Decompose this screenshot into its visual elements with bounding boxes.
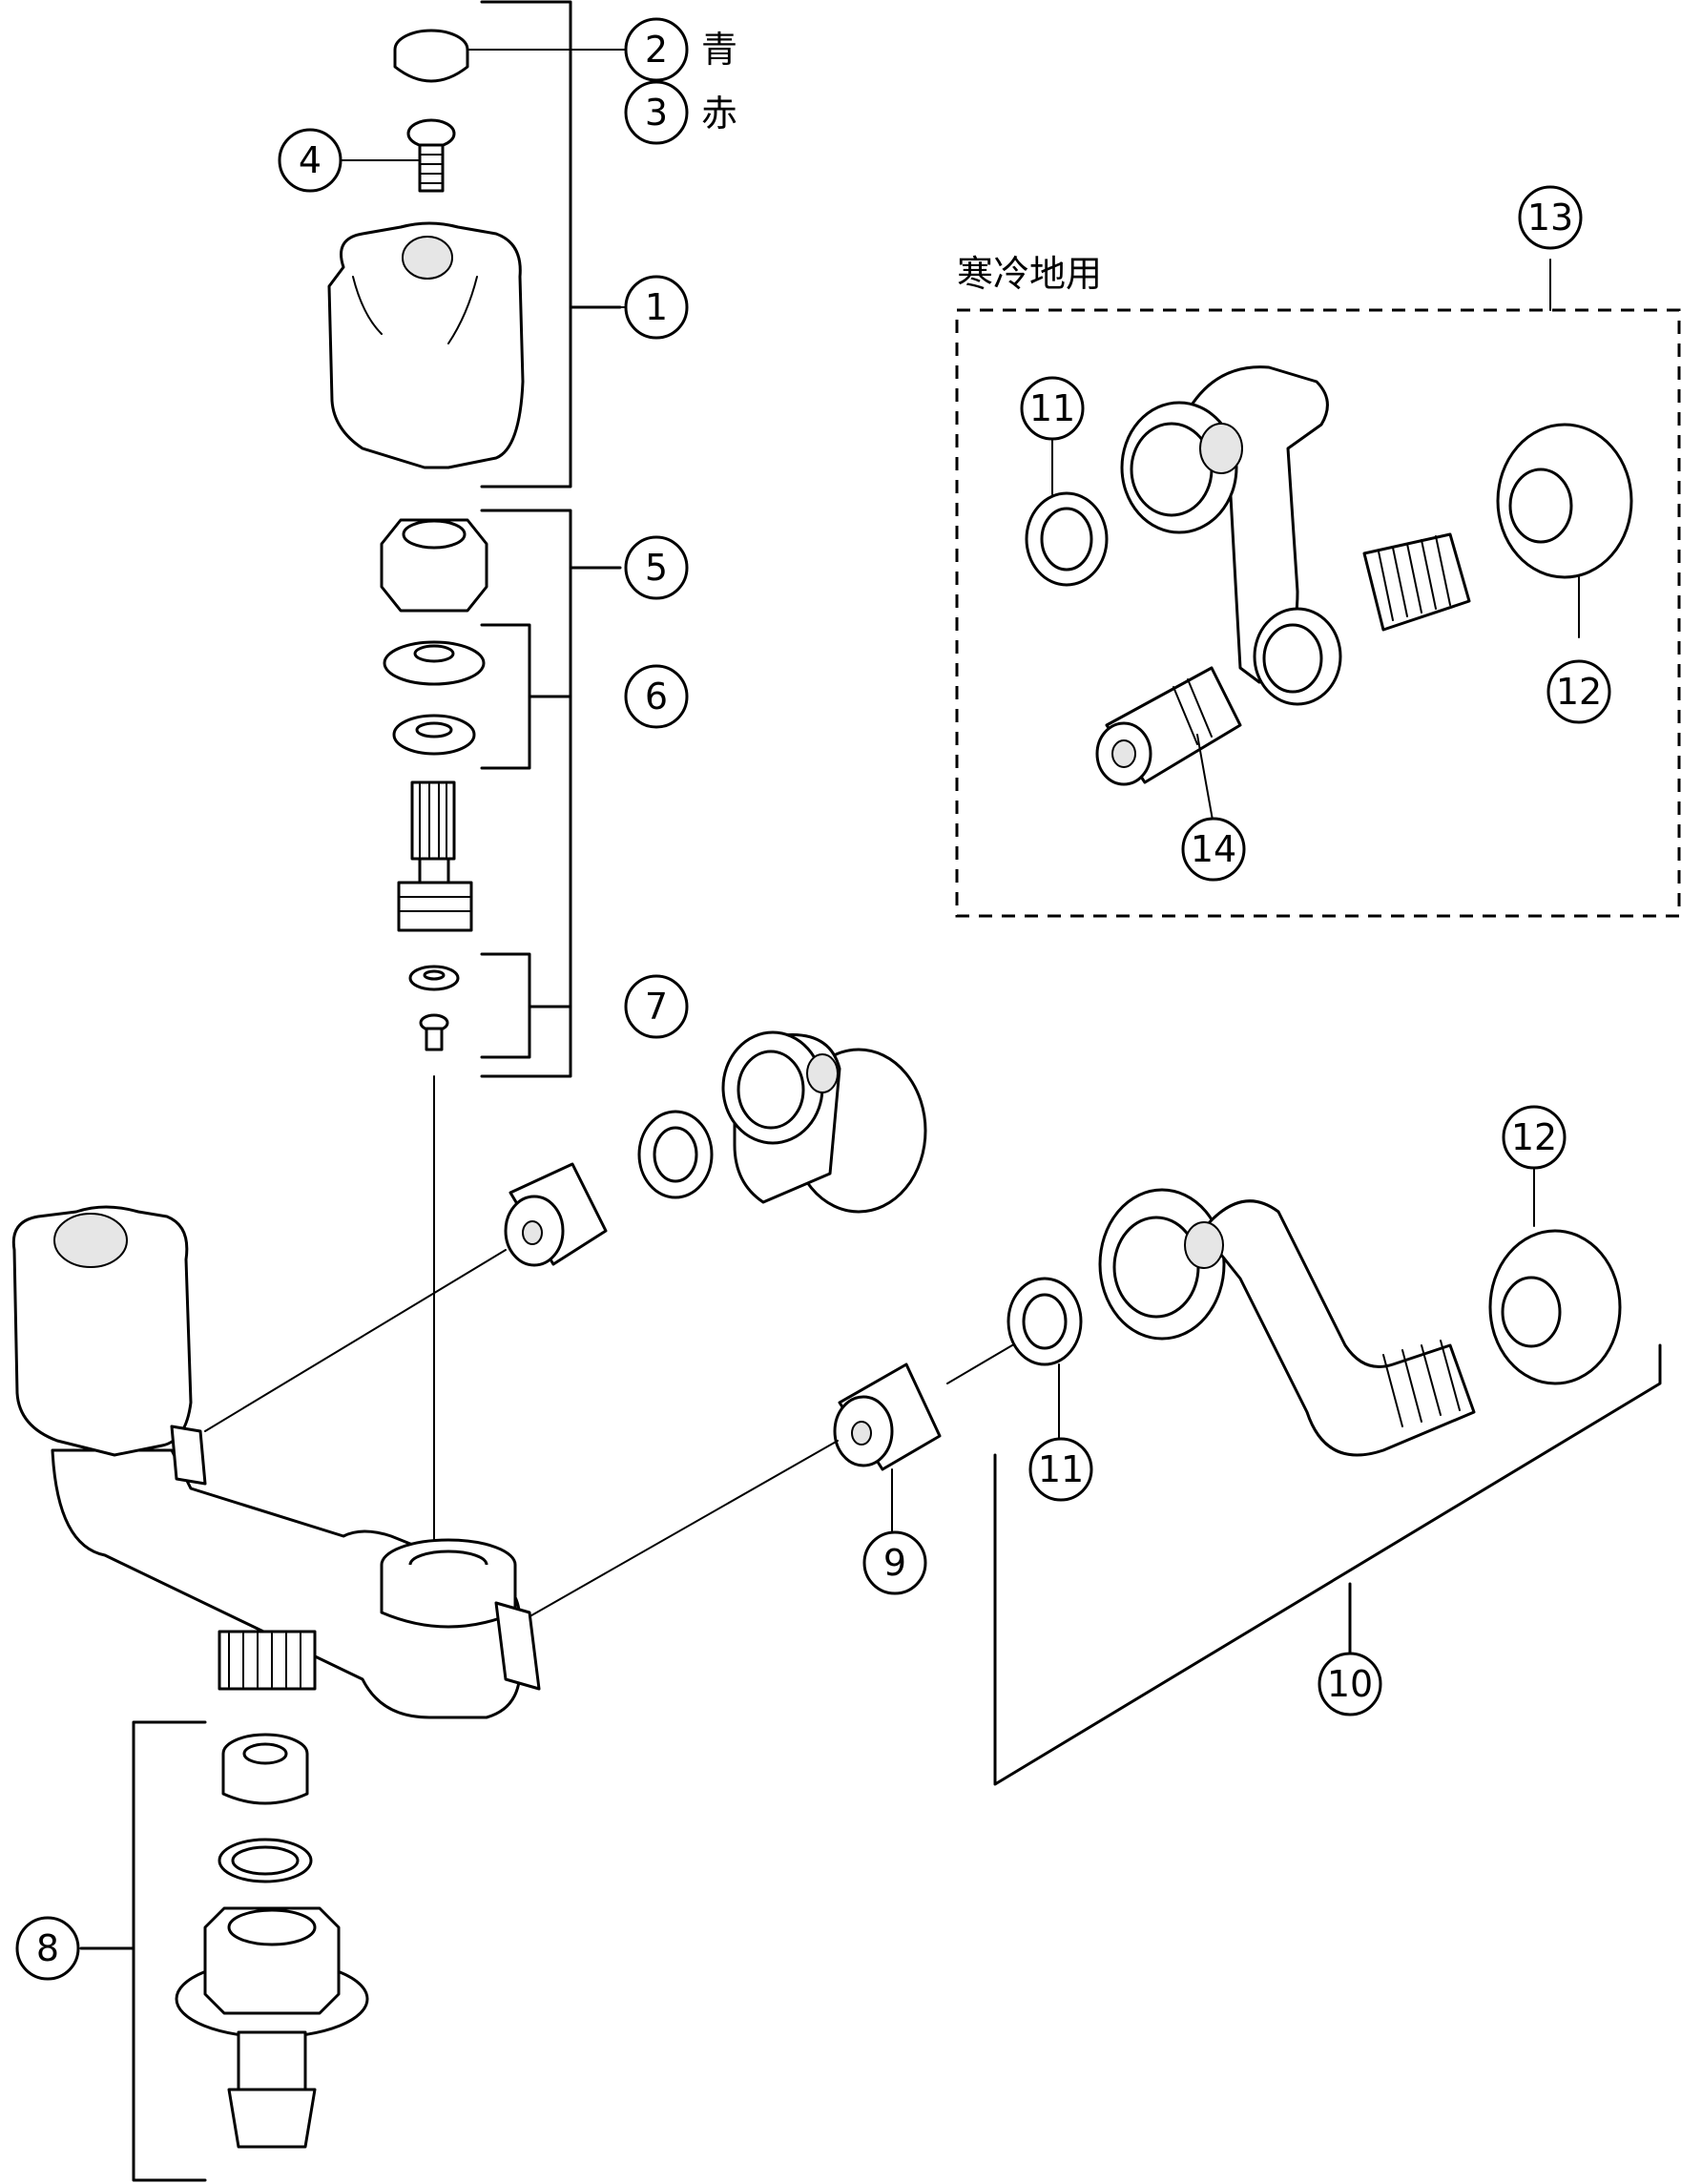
callout-8: 8 [15, 1916, 80, 1981]
svg-text:11: 11 [1038, 1448, 1084, 1490]
nut-part [380, 518, 488, 613]
svg-text:5: 5 [645, 547, 668, 589]
bracket-group-6 [480, 623, 572, 770]
small-washer-7 [408, 965, 460, 991]
short-elbow [721, 1030, 927, 1214]
callout-13: 13 [1518, 185, 1583, 250]
mid-washer [637, 1110, 714, 1199]
bracket-group-10 [993, 1343, 1662, 1786]
svg-text:2: 2 [645, 29, 668, 71]
ring-8a [221, 1733, 309, 1805]
callout-5: 5 [624, 535, 689, 600]
svg-text:14: 14 [1191, 828, 1236, 870]
callout-12-box: 12 [1546, 659, 1611, 724]
label-red: 赤 [701, 93, 737, 135]
bracket-group-7 [480, 952, 572, 1059]
cap-part [393, 29, 469, 83]
svg-text:8: 8 [36, 1927, 59, 1969]
check-valve-upper [504, 1162, 608, 1267]
check-valve-9 [833, 1362, 942, 1471]
callout-7: 7 [624, 974, 689, 1039]
washer-11-box [1025, 491, 1109, 587]
svg-text:6: 6 [645, 676, 668, 718]
svg-text:7: 7 [645, 986, 668, 1028]
faucet-body [51, 1448, 541, 1719]
washer-11-lower [1007, 1277, 1083, 1366]
callout-14: 14 [1181, 817, 1246, 882]
drain-plug-14 [1095, 666, 1242, 786]
svg-text:12: 12 [1511, 1116, 1557, 1158]
callout-11-lower: 11 [1028, 1437, 1093, 1502]
svg-text:13: 13 [1527, 197, 1573, 239]
callout-1: 1 [570, 275, 689, 340]
cold-elbow-pipe [1120, 365, 1471, 706]
small-screw-7 [419, 1013, 449, 1051]
svg-text:11: 11 [1029, 387, 1075, 429]
callout-6: 6 [624, 664, 689, 729]
svg-text:4: 4 [299, 139, 322, 181]
svg-text:1: 1 [645, 286, 668, 328]
wall-fitting-8 [175, 1906, 369, 2149]
washer-6a [383, 640, 486, 686]
s-pipe-10 [1098, 1188, 1476, 1457]
wall-flange-12-box [1496, 423, 1633, 579]
svg-text:12: 12 [1556, 671, 1602, 713]
svg-text:3: 3 [645, 92, 668, 134]
callout-4: 4 [278, 128, 342, 193]
svg-text:10: 10 [1327, 1663, 1373, 1705]
callout-3: 3 [624, 80, 689, 145]
body-handle [11, 1205, 207, 1486]
callout-2: 2 [624, 17, 689, 82]
callout-12-lower: 12 [1502, 1105, 1567, 1170]
spindle-part [397, 780, 473, 932]
svg-text:9: 9 [883, 1542, 906, 1584]
label-blue: 青 [701, 29, 737, 71]
washer-6b [392, 714, 476, 756]
bracket-group-5 [480, 509, 622, 1078]
screw-part [406, 118, 456, 193]
callout-10: 10 [1318, 1652, 1382, 1716]
ring-8b [218, 1838, 313, 1883]
callout-11-box: 11 [1020, 376, 1085, 441]
handle-part [327, 221, 525, 469]
callout-9: 9 [862, 1530, 927, 1595]
bracket-group-8 [79, 1720, 207, 2182]
label-cold-region: 寒冷地用 [957, 253, 1102, 295]
wall-flange-12-lower [1488, 1229, 1622, 1385]
